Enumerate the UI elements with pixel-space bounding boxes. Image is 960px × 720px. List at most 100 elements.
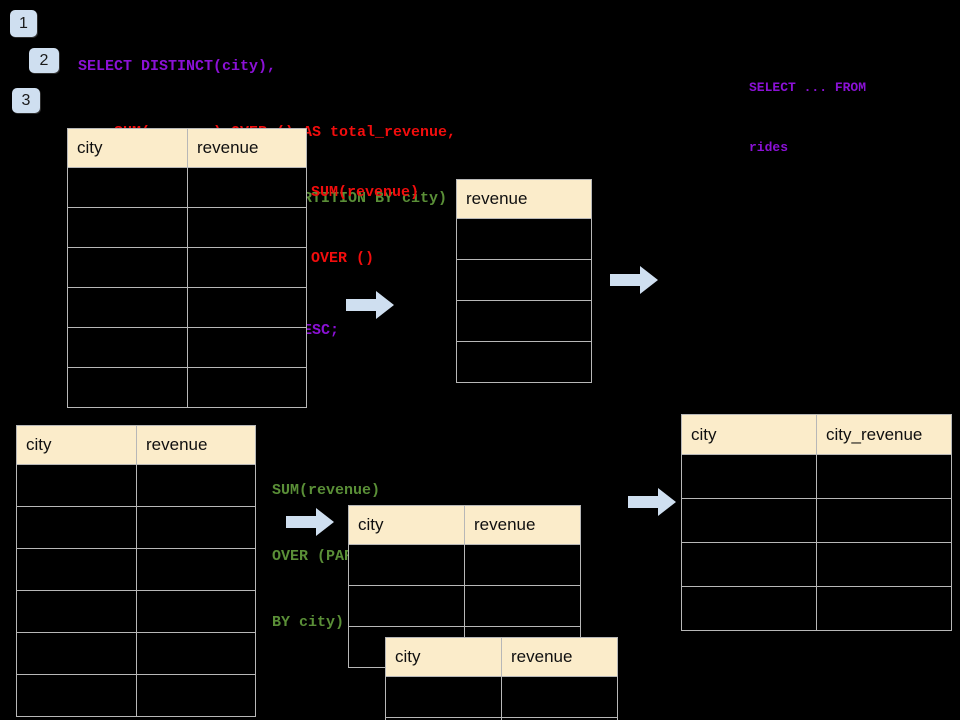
table-row: [67, 247, 307, 288]
column-header-city: city: [681, 414, 817, 455]
sql-line-1: SELECT DISTINCT(city),: [78, 58, 277, 75]
cell-city: [67, 207, 188, 248]
table-row: [16, 464, 256, 507]
cell-city: [681, 586, 817, 631]
column-header-city: city: [67, 128, 188, 168]
column-header-city: city: [16, 425, 137, 465]
side-note-line-1: SELECT ... FROM: [749, 80, 867, 95]
table-header-row: city revenue: [348, 505, 581, 545]
cell-revenue: [187, 247, 307, 288]
column-header-revenue: revenue: [187, 128, 307, 168]
column-header-revenue: revenue: [136, 425, 256, 465]
cell-revenue: [187, 287, 307, 328]
table-header-row: city city_revenue: [681, 414, 952, 455]
table-row: [348, 585, 581, 627]
table-row: [385, 676, 618, 718]
table-row: [16, 674, 256, 717]
cell-revenue: [501, 676, 618, 718]
table-row: [67, 207, 307, 248]
cell-city: [16, 506, 137, 549]
table-row: [681, 454, 952, 499]
column-header-revenue: revenue: [501, 637, 618, 677]
step-badge-1: 1: [10, 10, 37, 37]
cell-revenue: [456, 300, 592, 342]
column-header-city: city: [385, 637, 502, 677]
table-partition-stack-front: city revenue: [385, 637, 618, 720]
table-row: [681, 498, 952, 543]
table-header-row: city revenue: [385, 637, 618, 677]
table-row: [16, 632, 256, 675]
step-badge-3: 3: [12, 88, 40, 113]
cell-city: [16, 590, 137, 633]
table-row: [385, 717, 618, 720]
table-row: [348, 544, 581, 586]
table-total-revenue-intermediate: revenue: [456, 179, 592, 383]
arrow-right-icon-bottom-right: [628, 488, 676, 516]
table-rides-source-top: city revenue: [67, 128, 307, 408]
cell-revenue: [136, 548, 256, 591]
table-row: [456, 300, 592, 342]
side-note-select-from: SELECT ... FROM rides: [749, 38, 866, 198]
table-row: [16, 590, 256, 633]
caption-sum-over-empty: SUM(revenue) OVER (): [311, 138, 419, 314]
cell-revenue: [456, 341, 592, 383]
caption-sum-over-empty-line-1: SUM(revenue): [311, 184, 420, 201]
column-header-revenue: revenue: [464, 505, 581, 545]
table-final-result: city city_revenue: [681, 414, 952, 631]
cell-city-revenue: [816, 542, 952, 587]
cell-revenue: [187, 367, 307, 408]
table-header-row: revenue: [456, 179, 592, 219]
table-row: [67, 287, 307, 328]
cell-revenue: [136, 632, 256, 675]
caption-sum-over-empty-line-2: OVER (): [311, 250, 375, 267]
table-row: [681, 586, 952, 631]
cell-city: [681, 498, 817, 543]
table-header-row: city revenue: [67, 128, 307, 168]
table-row: [67, 367, 307, 408]
cell-city: [67, 327, 188, 368]
cell-revenue: [187, 207, 307, 248]
cell-city-revenue: [816, 454, 952, 499]
caption-sum-over-partition-line-1: SUM(revenue): [272, 482, 381, 499]
cell-city: [16, 464, 137, 507]
column-header-city: city: [348, 505, 465, 545]
cell-city: [348, 544, 465, 586]
cell-city: [385, 676, 502, 718]
side-note-line-2: rides: [749, 140, 789, 155]
cell-revenue: [187, 167, 307, 208]
cell-city: [681, 454, 817, 499]
table-row: [681, 542, 952, 587]
cell-city-revenue: [816, 498, 952, 543]
cell-city: [67, 287, 188, 328]
table-row: [456, 341, 592, 383]
cell-revenue: [464, 544, 581, 586]
cell-revenue: [136, 590, 256, 633]
cell-revenue: [456, 259, 592, 301]
cell-city: [348, 585, 465, 627]
cell-city: [67, 167, 188, 208]
table-row: [67, 167, 307, 208]
step-badge-2: 2: [29, 48, 59, 73]
table-row: [67, 327, 307, 368]
cell-revenue: [136, 464, 256, 507]
table-row: [456, 218, 592, 260]
arrow-right-icon-top-left: [346, 291, 394, 319]
column-header-city-revenue: city_revenue: [816, 414, 952, 455]
table-rides-source-bottom: city revenue: [16, 425, 256, 717]
cell-revenue: [187, 327, 307, 368]
cell-revenue: [501, 717, 618, 720]
cell-revenue: [136, 506, 256, 549]
arrow-right-icon-top-right: [610, 266, 658, 294]
cell-city: [67, 247, 188, 288]
caption-sum-over-partition-line-3: BY city): [272, 614, 345, 631]
cell-city: [16, 548, 137, 591]
cell-revenue: [136, 674, 256, 717]
table-row: [16, 548, 256, 591]
cell-revenue: [456, 218, 592, 260]
cell-city: [16, 674, 137, 717]
table-row: [16, 506, 256, 549]
cell-city: [681, 542, 817, 587]
column-header-revenue: revenue: [456, 179, 592, 219]
table-header-row: city revenue: [16, 425, 256, 465]
